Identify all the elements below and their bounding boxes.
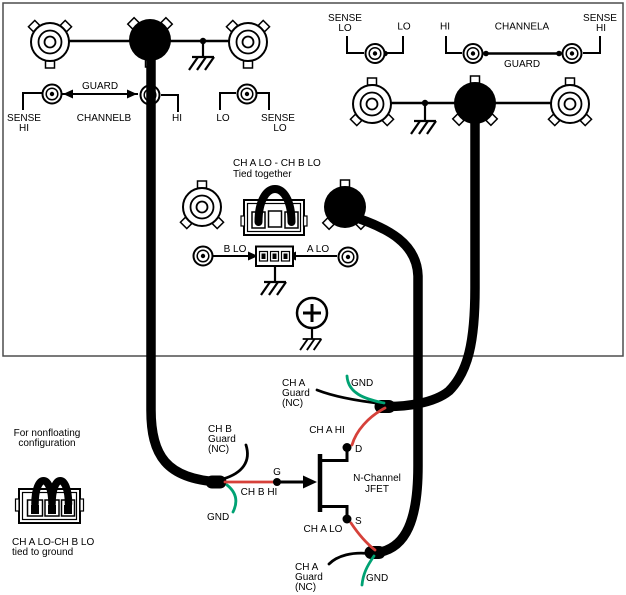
bnc-small-icon	[192, 245, 214, 267]
chb-guard-label: CH B	[208, 424, 232, 435]
junction-dot	[483, 50, 489, 57]
note-caption2: tied to ground	[12, 547, 73, 558]
drain-label: D	[355, 444, 362, 455]
cha-hi-label: CH A HI	[309, 425, 345, 436]
cha-guard-upper-label: CH A	[282, 378, 306, 389]
nonfloating-note: For nonfloating configuration CH A LO-CH…	[12, 428, 94, 558]
chb-gnd-wire	[225, 483, 238, 514]
sense-hi-label: HI	[596, 23, 606, 34]
label-pointer	[257, 92, 270, 110]
cha-guard-upper-label: Guard	[282, 388, 310, 399]
chb-guard-label: (NC)	[208, 444, 229, 455]
a-lo-cable	[346, 211, 423, 558]
channel-b-cable	[146, 54, 224, 487]
guard-label: GUARD	[82, 81, 118, 92]
arrowhead-icon	[63, 89, 73, 99]
sense-hi-label: SENSE	[7, 113, 41, 124]
sense-lo-label: LO	[273, 123, 287, 134]
cables	[146, 54, 480, 559]
cha-gnd-lower-wire	[360, 554, 376, 587]
sense-lo-label: LO	[338, 23, 352, 34]
jfet-label: JFET	[365, 484, 389, 495]
channel-a-label: CHANNELA	[495, 22, 550, 33]
circuit-labels: CH A Guard (NC) GND CH A HI D G S N-Chan…	[207, 378, 401, 593]
sense-hi-label: HI	[19, 123, 29, 134]
bnc-small-icon	[462, 43, 484, 64]
chb-guard-wire	[221, 443, 249, 481]
terminal-block-double-jumper	[14, 477, 85, 524]
cha-guard-upper-wire	[315, 388, 387, 406]
label-pointer	[346, 36, 364, 54]
note-line2: configuration	[18, 438, 75, 449]
channel-b-label: CHANNELB	[77, 113, 132, 124]
jfet-symbol	[273, 443, 352, 524]
jumper-wires	[31, 477, 73, 508]
label-pointer	[219, 92, 236, 110]
drain-terminal-dot	[342, 443, 352, 452]
hi-label: HI	[440, 22, 450, 33]
gnd-left-label: GND	[207, 512, 229, 523]
sense-hi-label: SENSE	[583, 13, 617, 24]
cha-guard-lower-label: CH A	[295, 562, 319, 573]
terminal-block-small	[255, 245, 294, 267]
jfet-label: N-Channel	[353, 473, 401, 484]
cha-guard-lower-label: (NC)	[295, 582, 316, 593]
label-pointer	[161, 94, 179, 112]
channel-a-hi-cable	[383, 116, 480, 412]
cha-lo-label: CH A LO	[304, 524, 343, 535]
cha-guard-lower-label: Guard	[295, 572, 323, 583]
drain-lead	[321, 450, 349, 462]
label-pointer	[387, 36, 404, 54]
note-caption1: CH A LO-CH B LO	[12, 537, 94, 548]
channel-a-section: SENSE LO LO HI CHANNELA SENSE HI GUARD	[328, 13, 617, 136]
junction-dot	[556, 50, 562, 57]
chb-guard-label: Guard	[208, 434, 236, 445]
cha-gnd-upper-wire	[345, 374, 386, 405]
bnc-small-icon	[236, 83, 258, 105]
screw-cross-icon	[303, 304, 321, 322]
cha-guard-lower-wire	[327, 551, 375, 566]
guard-label: GUARD	[504, 59, 540, 70]
gnd-lower-label: GND	[366, 573, 388, 584]
arrowhead-icon	[248, 251, 258, 261]
source-label: S	[355, 516, 362, 527]
terminal-block-jumper	[240, 185, 308, 236]
lo-label: LO	[397, 22, 411, 33]
source-lead	[321, 505, 349, 516]
bnc-small-icon	[41, 83, 63, 105]
sense-lo-label: SENSE	[328, 13, 362, 24]
bnc-small-icon	[561, 43, 583, 64]
gate-arrow-icon	[303, 475, 317, 489]
lo-label: LO	[216, 113, 230, 124]
tied-title: CH A LO - CH B LO	[233, 158, 321, 169]
sense-lo-label: SENSE	[261, 113, 295, 124]
breakout-wires	[221, 374, 387, 587]
source-terminal-dot	[342, 514, 352, 524]
note-line1: For nonfloating	[14, 428, 81, 439]
cha-guard-upper-label: (NC)	[282, 398, 303, 409]
gate-label: G	[273, 467, 281, 478]
bnc-small-icon	[337, 246, 359, 268]
channel-b-section: GUARD SENSE HI CHANNELB HI LO SENSE LO	[7, 16, 295, 134]
gnd-upper-label: GND	[351, 378, 373, 389]
label-pointer	[445, 36, 462, 54]
gate-terminal-dot	[273, 478, 281, 486]
jumper-wire	[254, 185, 296, 226]
label-pointer	[583, 36, 601, 54]
tied-subtitle: Tied together	[233, 169, 292, 180]
bnc-small-icon	[364, 43, 386, 64]
b-lo-label: B LO	[224, 244, 247, 255]
label-pointer	[22, 92, 42, 110]
cha-lo-wire	[349, 521, 377, 552]
arrowhead-icon	[127, 89, 137, 99]
ground-screw	[295, 296, 329, 351]
a-lo-label: A LO	[307, 244, 329, 255]
tied-together-section: CH A LO - CH B LO Tied together	[179, 158, 369, 297]
chb-hi-label: CH B HI	[241, 487, 278, 498]
cha-hi-wire	[350, 406, 387, 447]
hi-label: HI	[172, 113, 182, 124]
